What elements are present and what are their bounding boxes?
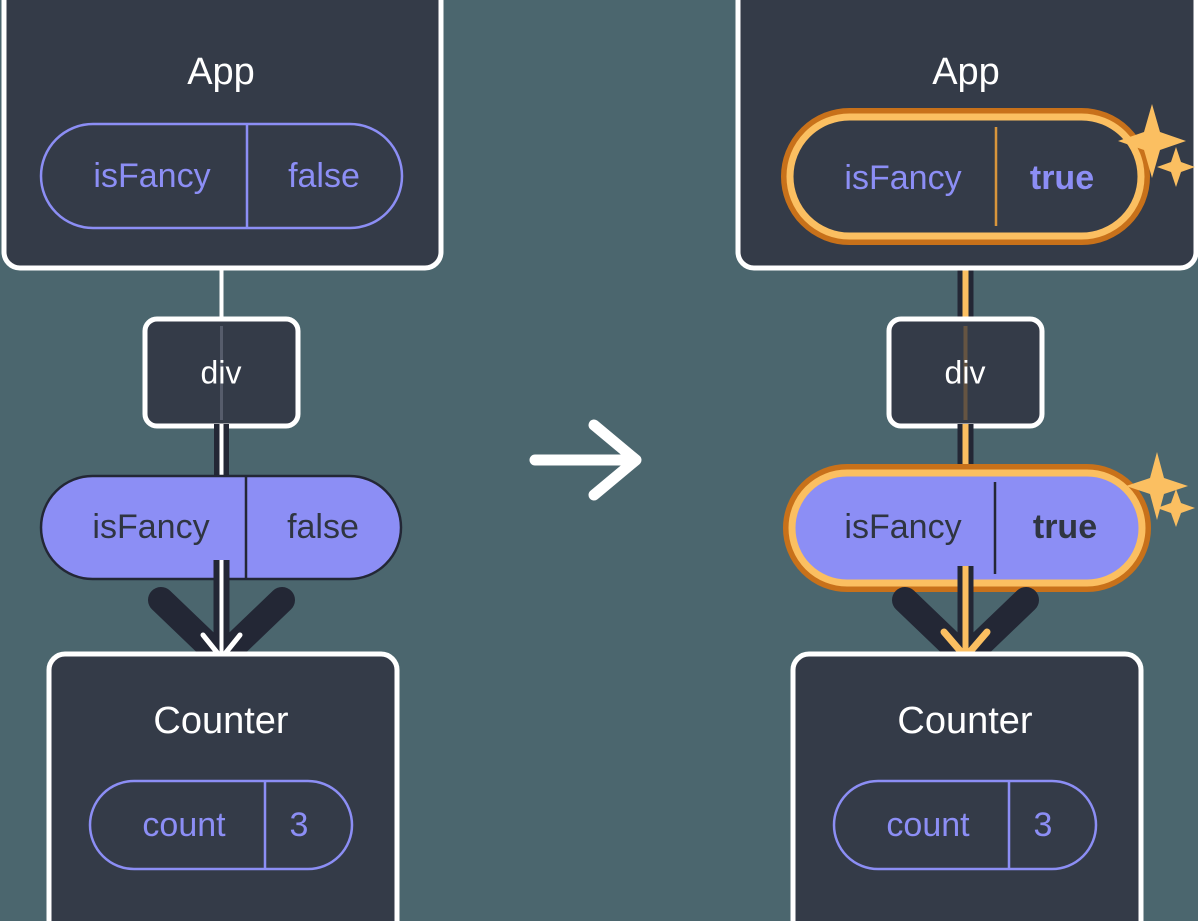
after-div-title: div xyxy=(945,354,986,390)
after-counter-state-pill-outline xyxy=(832,779,1098,871)
before-counter-panel: Counter count 3 xyxy=(46,651,400,921)
after-counter-state-value: 3 xyxy=(1034,806,1053,844)
after-app-panel: App isFancy true xyxy=(735,0,1198,271)
after-passed-prop-pill: isFancy true xyxy=(783,464,1151,592)
before-div-title: div xyxy=(201,354,242,390)
before-passed-prop-name: isFancy xyxy=(92,508,209,546)
before-counter-title: Counter xyxy=(153,700,289,742)
before-app-prop-value: false xyxy=(288,157,360,195)
before-app-prop-name: isFancy xyxy=(93,157,210,195)
before-app-prop-pill: isFancy false xyxy=(39,122,404,230)
before-app-prop-pill-outline xyxy=(39,122,404,230)
before-app-panel: App isFancy false xyxy=(1,0,444,271)
after-app-prop-pill: isFancy true xyxy=(781,108,1150,245)
after-app-sparkle-icon xyxy=(1118,104,1195,187)
after-counter-title: Counter xyxy=(897,700,1033,742)
before-app-box xyxy=(1,0,444,271)
before-passed-prop-value: false xyxy=(287,508,359,546)
after-counter-box xyxy=(790,651,1144,921)
transition-arrow-right-icon xyxy=(529,419,642,501)
after-app-prop-name: isFancy xyxy=(844,159,961,197)
after-app-prop-value: true xyxy=(1030,159,1094,197)
after-counter-state-name: count xyxy=(886,806,970,844)
before-counter-state-pill-outline xyxy=(88,779,354,871)
before-counter-state-name: count xyxy=(142,806,226,844)
before-div-node: div xyxy=(142,316,301,429)
before-counter-state-pill: count 3 xyxy=(88,779,354,871)
after-app-prop-pill-highlight-inner xyxy=(786,113,1145,240)
before-counter-state-value: 3 xyxy=(290,806,309,844)
after-passed-prop-name: isFancy xyxy=(844,508,961,546)
after-prop-sparkle-icon xyxy=(1126,452,1195,527)
after-counter-state-pill: count 3 xyxy=(832,779,1098,871)
after-div-node: div xyxy=(886,316,1045,429)
before-passed-prop-pill: isFancy false xyxy=(39,474,403,581)
after-counter-panel: Counter count 3 xyxy=(790,651,1144,921)
before-counter-box xyxy=(46,651,400,921)
after-app-title: App xyxy=(932,51,1000,93)
after-passed-prop-value: true xyxy=(1033,508,1097,546)
before-app-title: App xyxy=(187,51,255,93)
